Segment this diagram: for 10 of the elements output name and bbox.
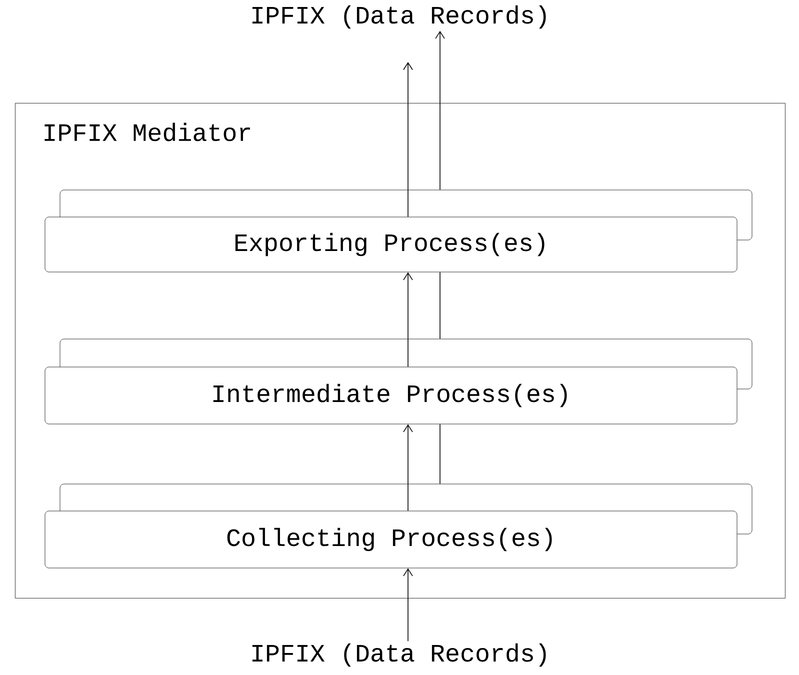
flow-label: IPFIX (Data Records)	[252, 5, 546, 29]
arrow	[403, 424, 413, 512]
process-box: Exporting Process(es)	[44, 190, 752, 272]
arrow	[403, 272, 413, 368]
process-box: Collecting Process(es)	[44, 484, 752, 568]
process-box: Intermediate Process(es)	[44, 338, 752, 424]
arrow	[435, 30, 445, 190]
arrow	[403, 62, 413, 218]
arrow	[403, 568, 413, 642]
flow-label: IPFIX (Data Records)	[252, 643, 546, 667]
